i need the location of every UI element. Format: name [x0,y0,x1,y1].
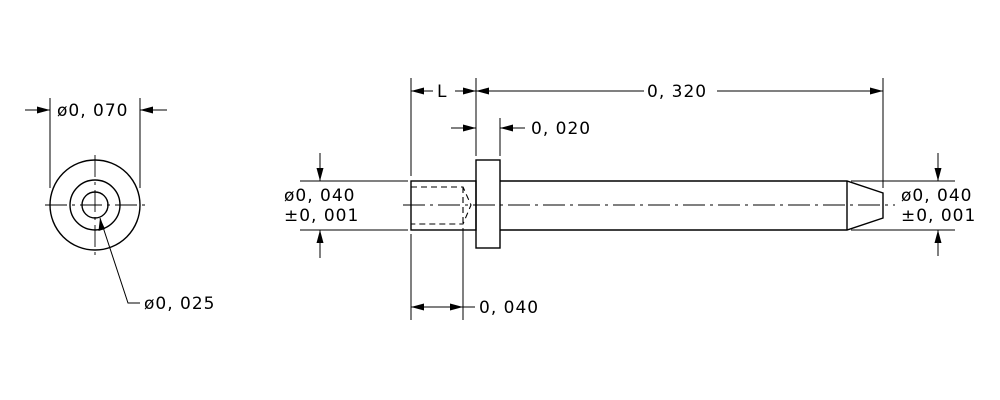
dimension-arrow [316,230,324,243]
dimension-arrow [500,124,513,132]
leader-line [99,217,140,304]
dimension-arrow [870,87,883,95]
bore-depth-label: 0, 040 [479,298,539,318]
dimension-arrow [140,106,153,114]
left-diameter-label: ø0, 040 [284,186,355,206]
flange [475,159,501,249]
leader-arrow [98,218,105,231]
hidden-bore [411,186,472,225]
length-l-label: L [437,82,447,102]
dimension-arrow [411,87,424,95]
dimension-arrow [463,87,476,95]
outer-diameter-label: ø0, 070 [57,101,128,121]
dimension-arrow [476,87,489,95]
overall-length-label: 0, 320 [647,82,707,102]
dimension-arrow [934,230,942,243]
dimension-arrow [934,168,942,181]
dimension-arrow [37,106,50,114]
main-body [500,180,884,231]
bore-diameter-label: ø0, 025 [144,294,215,314]
side-view: L 0, 320 0, 020 0, 040 ø0, 040 ±0, 001 [284,78,976,320]
dimension-arrow [450,303,463,311]
dimension-arrow [463,124,476,132]
right-tolerance-label: ±0, 001 [901,206,976,226]
flange-thickness-label: 0, 020 [531,119,591,139]
end-view: ø0, 070 ø0, 025 [25,98,215,314]
right-diameter-label: ø0, 040 [901,186,972,206]
left-shank [410,180,477,231]
dimension-arrow [316,168,324,181]
left-tolerance-label: ±0, 001 [284,206,359,226]
dimension-arrow [411,303,424,311]
